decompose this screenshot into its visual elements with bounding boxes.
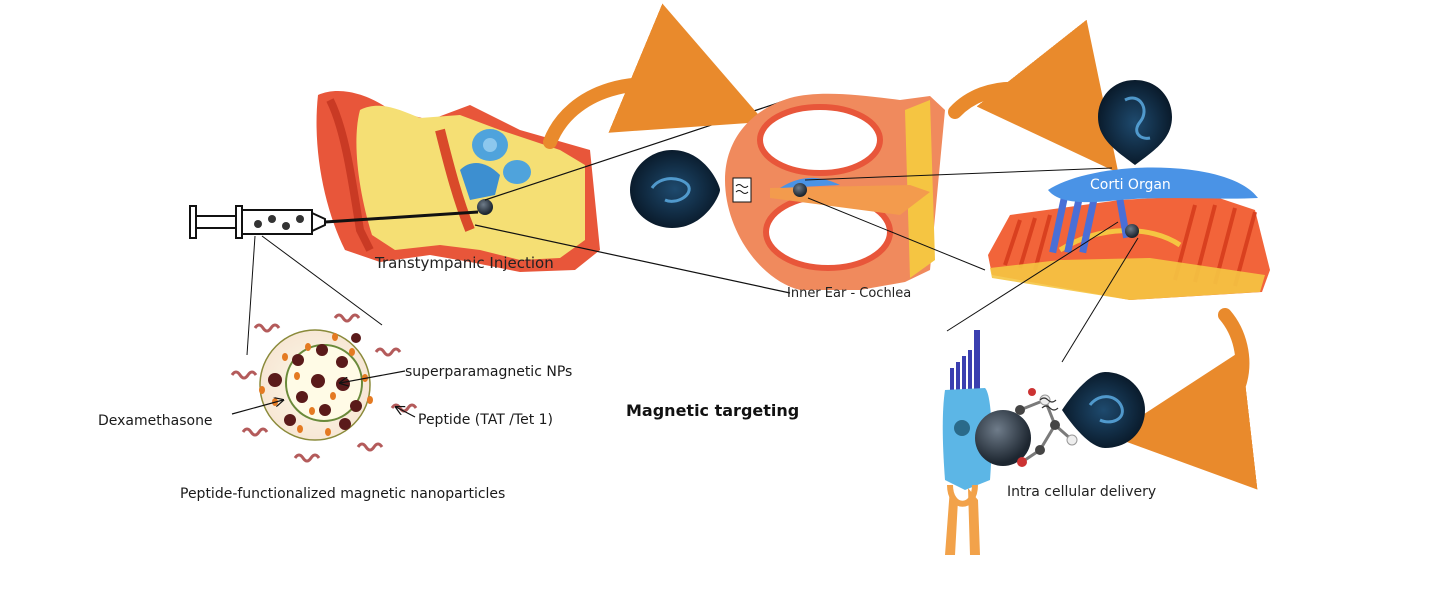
magnet-field-badge-left: [630, 150, 720, 228]
syringe-icon: [189, 205, 479, 239]
label-transtympanic-injection: Transtympanic Injection: [375, 254, 554, 272]
label-dexamethasone: Dexamethasone: [98, 413, 213, 429]
label-superparamagnetic-nps: superparamagnetic NPs: [405, 364, 573, 380]
magnetic-nanoparticle-icon: [975, 410, 1031, 466]
zoom-lines-syringe: [246, 235, 383, 356]
hair-cell-illustration: [942, 330, 1078, 555]
label-magnetic-targeting: Magnetic targeting: [626, 401, 800, 420]
magnetic-field-icon: [732, 177, 752, 203]
magnet-field-badge-right: [1062, 372, 1145, 448]
magnet-field-badge-top: [1098, 80, 1172, 165]
outer-ear-illustration: [316, 90, 600, 272]
label-corti-organ: Corti Organ: [1090, 177, 1171, 193]
zoom-lines-corti: [946, 221, 1139, 363]
corti-organ-illustration: [988, 167, 1270, 300]
label-peptide: Peptide (TAT /Tet 1): [418, 412, 554, 428]
ossicles-icon: [460, 129, 531, 200]
zoom-lines-cochlea: [804, 167, 1113, 271]
label-inner-ear-cochlea: Inner Ear - Cochlea: [787, 286, 912, 301]
label-intracellular-delivery: Intra cellular delivery: [1007, 484, 1157, 500]
cochlea-illustration: [725, 93, 945, 290]
label-nanoparticle-title: Peptide-functionalized magnetic nanopart…: [180, 486, 506, 502]
process-arrows: [543, 3, 1258, 490]
drug-molecule-icon: [1015, 388, 1078, 467]
nanoparticle-marker-icon: [477, 199, 493, 215]
nanoparticle-illustration: [230, 313, 418, 463]
